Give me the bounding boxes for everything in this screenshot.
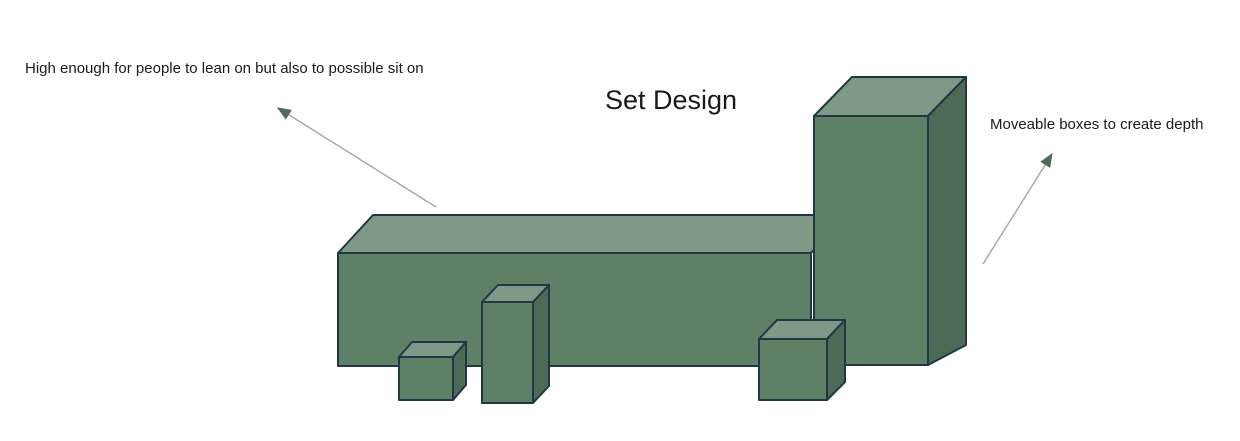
annotation-left: High enough for people to lean on but al… [25,60,424,77]
tall-column-front-face [813,115,929,366]
small-cube-right-front-face [758,338,828,401]
slide-title: Set Design [604,85,738,115]
left-arrow [277,107,437,208]
medium-box-front-face [481,301,534,404]
right-arrow [982,153,1053,265]
tall-column-side-face [927,76,967,366]
medium-box-side-face [532,284,550,404]
small-cube-left-front-face [398,356,454,401]
bench-top-face [337,214,847,254]
annotation-right: Moveable boxes to create depth [990,116,1204,133]
